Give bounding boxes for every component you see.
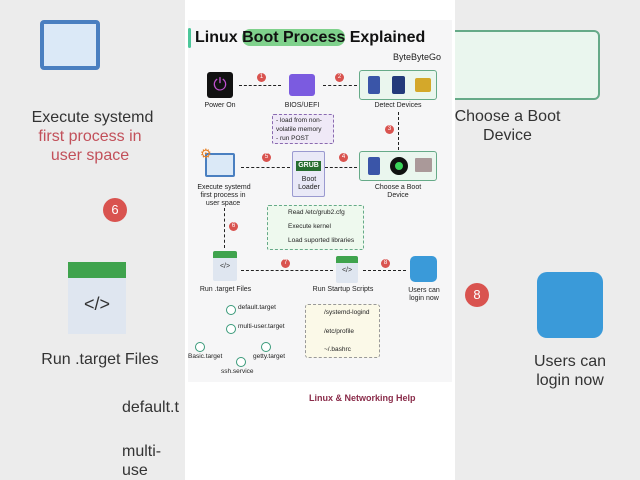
boot-loader-box: GRUB Boot Loader: [292, 151, 325, 197]
target-getty: getty.target: [253, 353, 286, 360]
tree-node: [226, 305, 236, 315]
target-ssh: ssh.service: [221, 368, 254, 375]
choose-device-box: [359, 151, 437, 181]
step-7: 7: [281, 259, 290, 268]
blurred-background-left: Execute systemd first process in user sp…: [0, 0, 185, 480]
systemd-sublabel: first process in user space: [200, 192, 246, 207]
bg-target-2: multi-use: [122, 443, 162, 479]
arrow-3: [398, 112, 399, 150]
startup-label: Run Startup Scripts: [312, 286, 374, 293]
step-2: 2: [335, 73, 344, 82]
bios-label: BIOS/UEFI: [284, 102, 320, 109]
step-4: 4: [339, 153, 348, 162]
footer-channel: Linux & Networking Help: [309, 393, 416, 403]
detect-devices-box: [359, 70, 437, 100]
login-icon: [410, 256, 437, 282]
tree-node: [195, 342, 205, 352]
power-on-label: Power On: [204, 102, 236, 109]
target-files-label: Run .target Files: [199, 286, 252, 293]
disc-icon: [390, 157, 408, 175]
step-6: 6: [229, 222, 238, 231]
grub-note: Read /etc/grub2.cfg Execute kernel Load …: [267, 205, 364, 250]
bios-note-line: - load from non-: [276, 117, 322, 124]
detect-devices-label: Detect Devices: [374, 102, 422, 109]
users-label: Users can login now: [408, 287, 440, 302]
choose-device-label: Choose a Boot Device: [374, 184, 422, 199]
systemd-icon: [205, 153, 235, 177]
step-3: 3: [385, 125, 394, 134]
bg-users-label: Users can login now: [533, 353, 607, 389]
step-8: 8: [381, 259, 390, 268]
script-note-line: /etc/profile: [324, 328, 354, 335]
script-note-line: ~/.bashrc: [324, 346, 351, 353]
bios-note: - load from non- volatile memory - run P…: [272, 114, 334, 144]
bg-systemd-label: Execute systemd: [31, 109, 154, 126]
step-1: 1: [257, 73, 266, 82]
hdd-icon: [368, 157, 380, 175]
ram-icon: [415, 78, 431, 92]
arrow-2: [323, 85, 357, 86]
bios-note-line: - run POST: [276, 135, 309, 142]
systemd-icon: [40, 20, 100, 70]
motherboard-icon: [392, 76, 405, 94]
brand-logo: ByteByteGo: [393, 52, 442, 62]
target-multi-user: multi-user.target: [238, 323, 285, 330]
arrow-5: [241, 167, 290, 168]
bg-step-number: 6: [103, 198, 127, 222]
tree-node: [261, 342, 271, 352]
boot-loader-label: Boot Loader: [298, 176, 320, 191]
gear-icon: ⚙: [200, 146, 212, 161]
bg-systemd-sub: first process in user space: [38, 128, 142, 164]
arrow-8: [363, 270, 406, 271]
step-5: 5: [262, 153, 271, 162]
login-icon: [537, 272, 603, 338]
arrow-6: [224, 208, 225, 248]
infographic-panel: Linux Boot Process Explained ByteByteGo …: [185, 0, 455, 480]
arrow-4: [325, 167, 357, 168]
title-highlight: Boot Process: [242, 29, 346, 46]
bg-step-number-8: 8: [465, 283, 489, 307]
page-title: Linux Boot Process Explained: [195, 29, 425, 47]
title-accent: [188, 28, 191, 48]
code-glyph: </>: [219, 263, 231, 270]
blurred-background-right: Choose a Boot Device 8 Users can login n…: [455, 0, 640, 480]
arrow-7: [241, 270, 333, 271]
tree-node: [236, 357, 246, 367]
power-icon: ⏻: [207, 72, 233, 98]
bg-device-box: [455, 30, 600, 100]
script-note: /systemd-logind /etc/profile ~/.bashrc: [305, 304, 380, 358]
grub-note-line: Load suported libraries: [288, 237, 355, 244]
grub-note-line: Execute kernel: [288, 223, 331, 230]
hdd-icon: [368, 76, 380, 94]
tree-node: [226, 324, 236, 334]
bg-target-1: default.t: [122, 399, 179, 416]
server-icon: [415, 158, 432, 172]
script-file-icon: </>: [336, 256, 358, 283]
title-pre: Linux: [195, 29, 243, 46]
bg-file-icon: </>: [68, 262, 126, 334]
arrow-1: [239, 85, 281, 86]
grub-badge: GRUB: [296, 161, 321, 171]
bios-note-line: volatile memory: [276, 126, 322, 133]
grub-note-line: Read /etc/grub2.cfg: [288, 209, 345, 216]
script-note-line: /systemd-logind: [324, 309, 370, 316]
chip-icon: [289, 74, 315, 96]
systemd-label: Execute systemd: [197, 184, 251, 191]
bg-choose-label: Choose a Boot Device: [455, 108, 561, 144]
target-file-icon: </>: [213, 251, 237, 281]
bg-target-label: Run .target Files: [41, 351, 159, 368]
title-post: Explained: [345, 29, 426, 46]
target-basic: Basic.target: [188, 353, 223, 360]
target-default: default.target: [238, 304, 276, 311]
code-glyph: </>: [341, 267, 353, 274]
